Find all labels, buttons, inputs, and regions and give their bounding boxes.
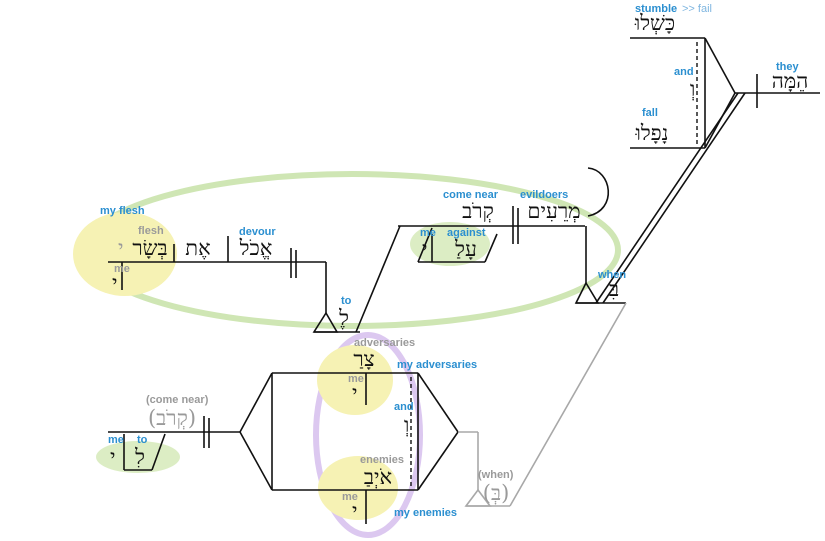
bottom-clause-lines — [108, 302, 627, 524]
gloss-when-implied: (when) — [478, 469, 514, 481]
word-stumble: כָּשְׁלוּ — [634, 11, 675, 35]
gloss-adv-me: me — [348, 373, 364, 385]
gloss-when: when — [597, 269, 626, 281]
word-et: אֶת — [185, 236, 210, 260]
word-and-top: וְ — [690, 77, 695, 101]
top-clause — [595, 37, 820, 304]
word-to-suffix-bottom: י — [110, 445, 116, 469]
word-they: הֵמָּה — [772, 69, 809, 93]
gloss-enemies: enemies — [360, 454, 404, 466]
gloss-against: against — [447, 227, 486, 239]
word-come-near-implied: (קְרֹב) — [148, 406, 196, 430]
when-clause-lines — [108, 167, 626, 333]
word-to-bottom: לִ — [134, 445, 145, 469]
gloss-and-bottom: and — [394, 401, 414, 413]
word-adv-me: י — [352, 381, 358, 405]
word-to: לֶ — [338, 306, 349, 330]
gloss-stumble: stumble — [635, 3, 677, 15]
word-fall: נָפָלוּ — [634, 121, 668, 145]
word-en-me: י — [352, 499, 358, 523]
word-adversaries: צָרַ — [353, 347, 374, 371]
gloss-to-bottom: to — [137, 434, 148, 446]
gloss-and-top: and — [674, 66, 694, 78]
word-flesh-suffix: י — [118, 236, 124, 260]
gloss-adversaries: adversaries — [354, 337, 415, 349]
word-when: בִּ — [609, 277, 619, 301]
gloss-they: they — [776, 61, 800, 73]
gloss-come-near-implied: (come near) — [146, 394, 209, 406]
word-flesh: בְּשָׂר — [132, 236, 167, 260]
gloss-fall: fall — [642, 107, 658, 119]
word-against: עָלַ — [454, 237, 477, 261]
gloss-flesh-me: me — [114, 263, 130, 275]
word-against-suffix: י — [422, 237, 428, 261]
word-evildoers: מְרֵעִים — [527, 199, 580, 223]
gloss-to: to — [341, 295, 352, 307]
purple-ring-highlight — [313, 332, 423, 538]
word-come-near: קְרֹב — [462, 199, 494, 223]
gloss-evildoers: evildoers — [520, 189, 568, 201]
gloss-come-near: come near — [443, 189, 499, 201]
yellow-highlight-my-flesh — [73, 212, 177, 296]
gloss-my-adversaries: my adversaries — [397, 359, 477, 371]
gloss-me-bottom: me — [108, 434, 124, 446]
word-enemies: אֹיְבַ — [364, 465, 392, 489]
gloss-devour: devour — [239, 226, 276, 238]
gloss-stumble-fail: >> fail — [682, 3, 712, 15]
gloss-my-enemies: my enemies — [394, 507, 457, 519]
gloss-en-me: me — [342, 491, 358, 503]
gloss-my-flesh: my flesh — [100, 205, 145, 217]
word-and-bottom: וְ — [404, 413, 409, 437]
gloss-me-against: me — [420, 227, 436, 239]
word-flesh-me: י — [112, 271, 118, 295]
word-devour: אֱכֹל — [239, 236, 273, 260]
yellow-highlight-enemies — [318, 456, 398, 520]
gloss-flesh: flesh — [138, 225, 164, 237]
yellow-highlight-adversaries — [317, 345, 393, 415]
word-when-implied: (בְּ) — [483, 481, 510, 505]
